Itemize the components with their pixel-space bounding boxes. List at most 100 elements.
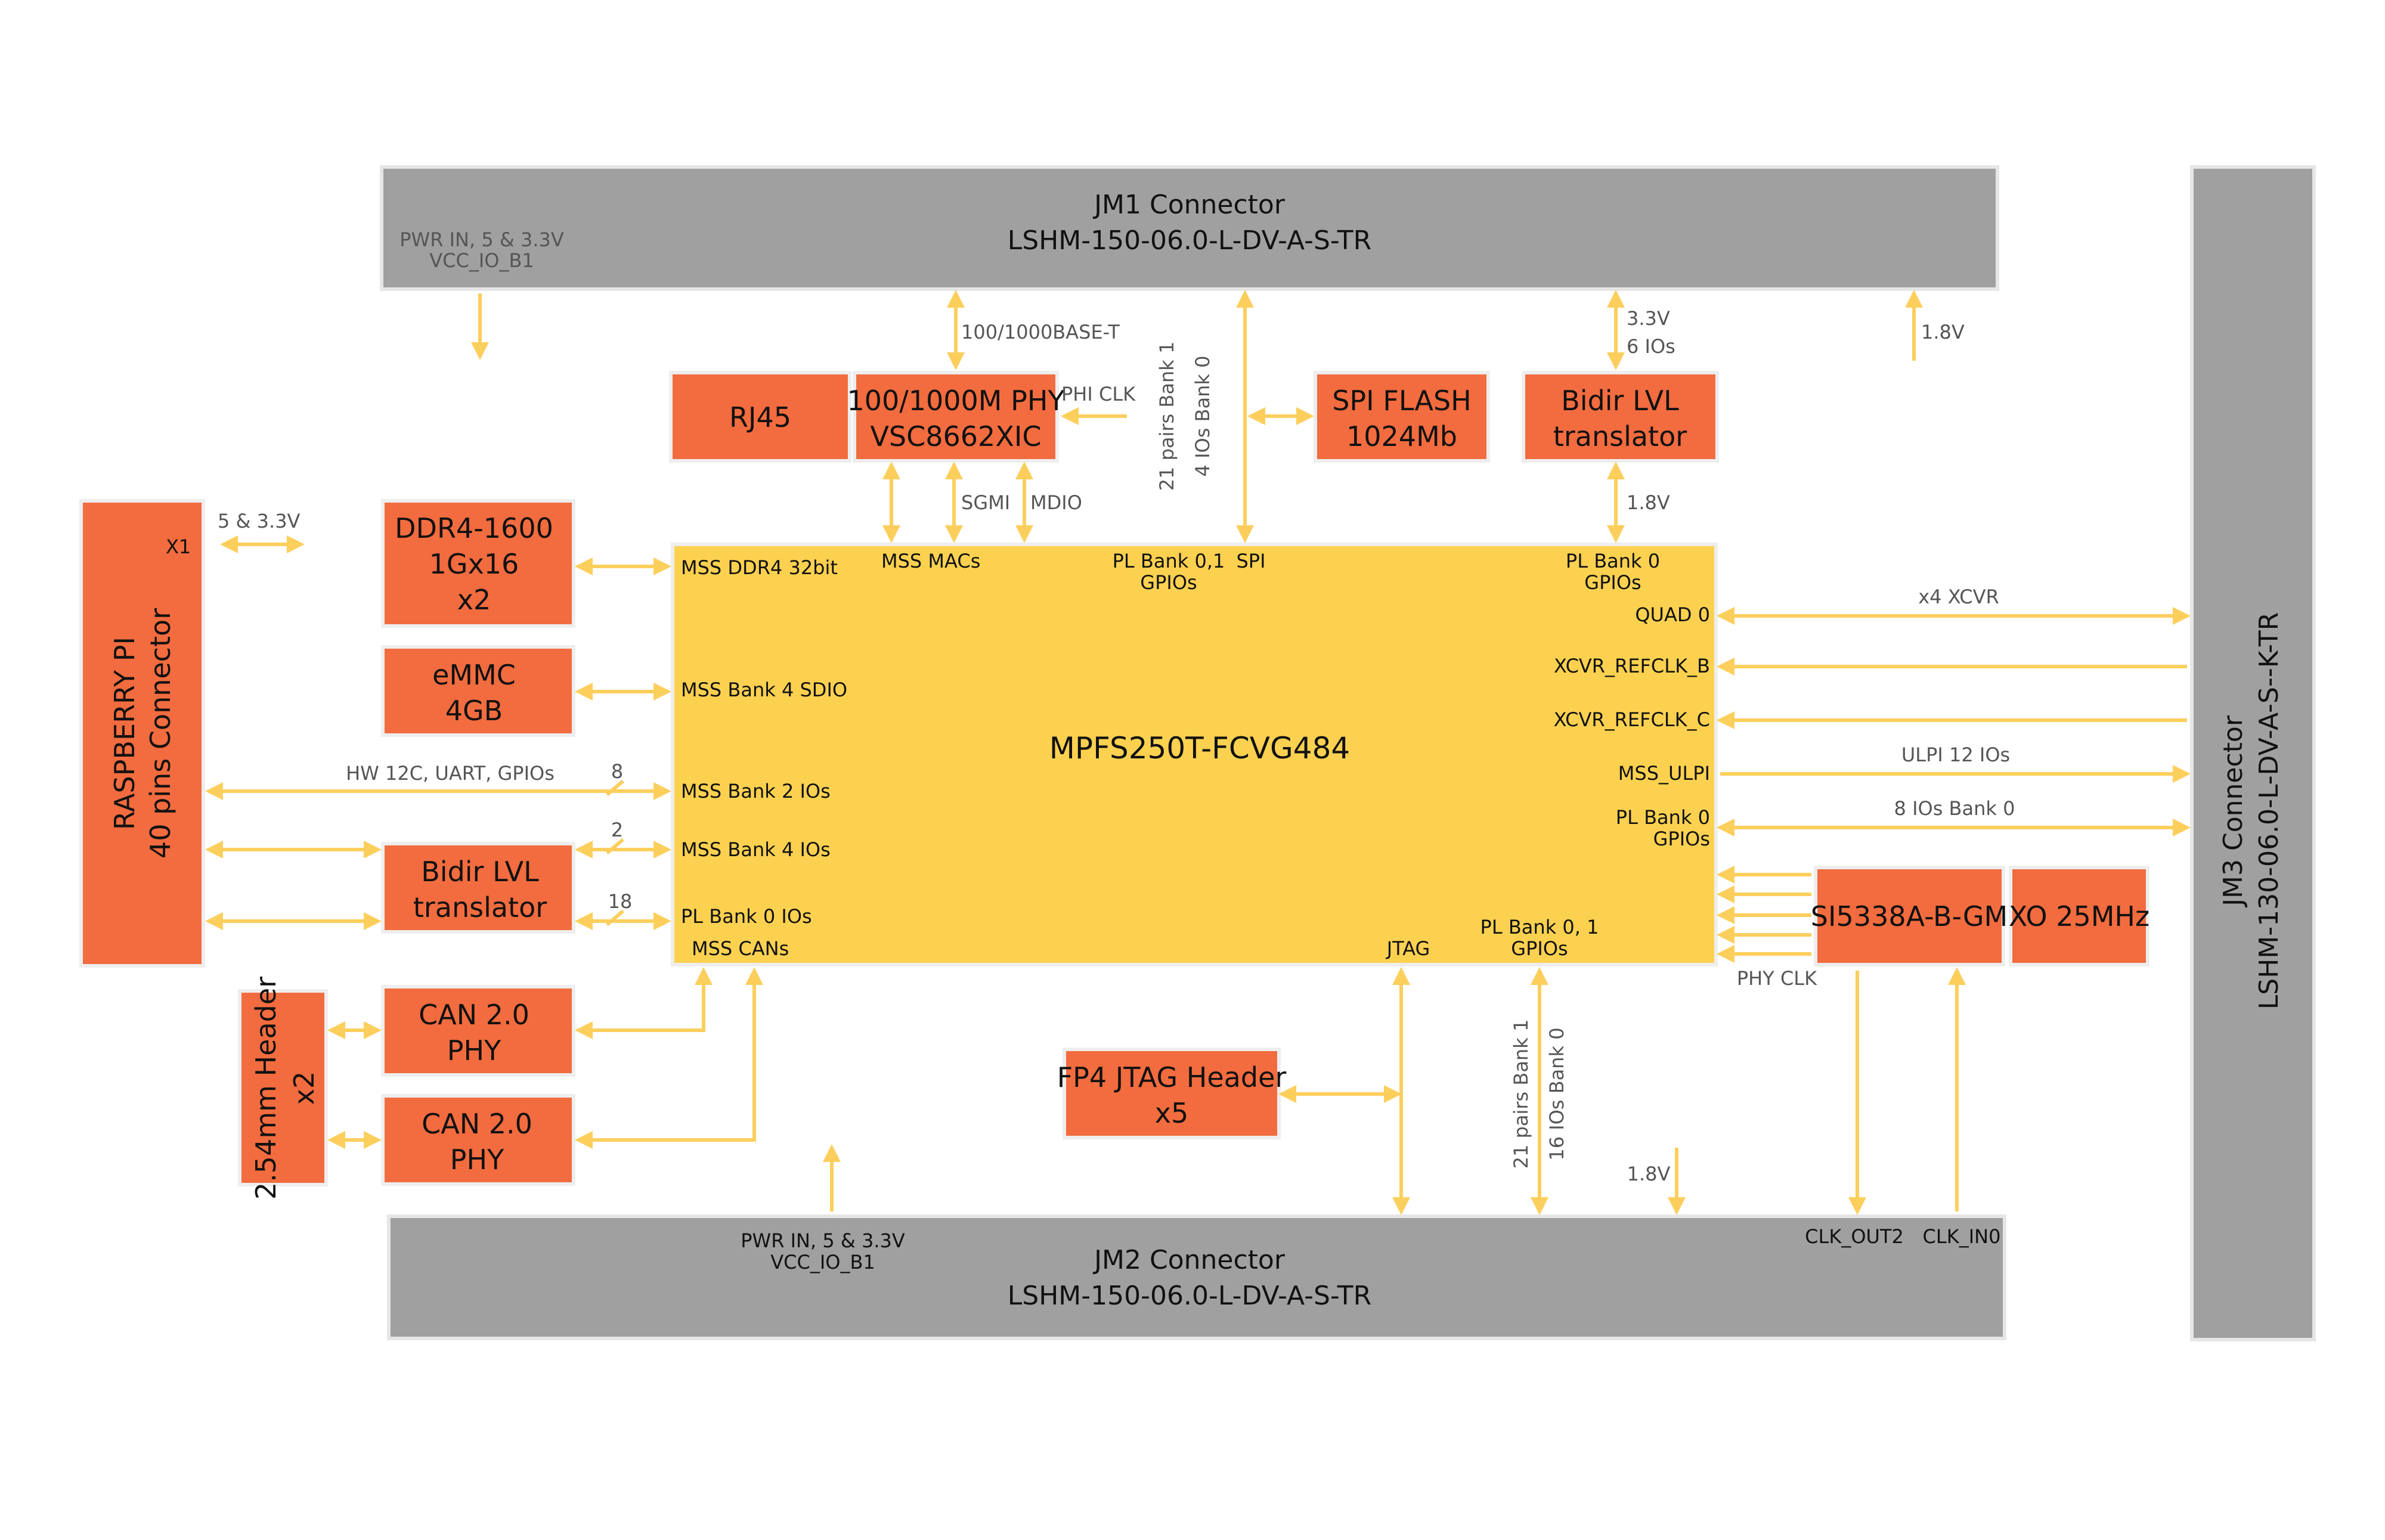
xo-label: XO 25MHz <box>2009 900 2149 932</box>
can1-sub: PHY <box>447 1034 501 1067</box>
signal-labels: PWR IN, 5 & 3.3V VCC_IO_B1 100/1000BASE-… <box>218 228 2015 1273</box>
header-label: 2.54mm Header <box>250 977 282 1200</box>
spi-flash-size: 1024Mb <box>1346 420 1457 453</box>
port-mss-cans: MSS CANs <box>692 937 789 960</box>
jm2-connector: JM2 Connector LSHM-150-06.0-L-DV-A-S-TR <box>387 1214 2006 1340</box>
port-mss-ddr4: MSS DDR4 32bit <box>681 556 838 579</box>
bidir-top-label2: translator <box>1553 420 1687 453</box>
label-1v8-bidir: 1.8V <box>1627 491 1670 514</box>
emmc-label: eMMC <box>432 659 516 691</box>
port-xcvr-refclk-c: XCVR_REFCLK_C <box>1554 708 1710 731</box>
label-1v8-jm1: 1.8V <box>1921 321 1965 343</box>
jtag-header-label: FP4 JTAG Header <box>1057 1061 1287 1093</box>
header-block: 2.54mm Header x2 <box>238 977 328 1200</box>
label-clk-in0: CLK_IN0 <box>1923 1225 2001 1248</box>
emmc-block: eMMC 4GB <box>381 645 575 737</box>
ddr4-size: 1Gx16 <box>429 548 519 580</box>
jtag-header-block: FP4 JTAG Header x5 <box>1057 1048 1287 1139</box>
bidir-left-block: Bidir LVL translator <box>381 842 575 934</box>
label-mdio: MDIO <box>1030 491 1082 514</box>
bidir-left-label: Bidir LVL <box>421 856 539 888</box>
fpga-block: MPFS250T-FCVG484 MSS DDR4 32bit MSS MACs… <box>671 543 1718 966</box>
label-pwr-in: PWR IN, 5 & 3.3V <box>399 228 564 251</box>
rj45-block: RJ45 <box>669 371 851 463</box>
jm1-connector: JM1 Connector LSHM-150-06.0-L-DV-A-S-TR <box>380 165 1999 291</box>
port-mss-bank2-ios: MSS Bank 2 IOs <box>681 780 831 802</box>
port-mss-ulpi: MSS_ULPI <box>1618 762 1710 785</box>
jm3-title: JM3 Connector <box>2218 715 2248 908</box>
jtag-header-count: x5 <box>1155 1097 1189 1129</box>
port-mss-bank4-sdio: MSS Bank 4 SDIO <box>681 678 847 701</box>
label-phy-clk: PHY CLK <box>1737 967 1817 990</box>
port-pl-bank01-top: PL Bank 0,1 <box>1113 550 1225 572</box>
rj45-label: RJ45 <box>729 401 791 433</box>
label-1v8-jm2: 1.8V <box>1627 1163 1671 1185</box>
ddr4-count: x2 <box>457 584 491 616</box>
jm3-connector: JM3 Connector LSHM-130-06.0-L-DV-A-S--K-… <box>2190 165 2316 1341</box>
label-hw-bus: HW 12C, UART, GPIOs <box>346 762 555 785</box>
label-8ios: 8 IOs Bank 0 <box>1894 797 2015 820</box>
label-bus-width-18: 18 <box>608 890 633 913</box>
label-bus-width-2: 2 <box>611 819 623 841</box>
port-pl-bank0-right-gpios: GPIOs <box>1653 828 1710 850</box>
label-pairs-bank1-bottom: 21 pairs Bank 1 <box>1510 1020 1532 1169</box>
label-3v3: 3.3V <box>1627 307 1670 330</box>
arrows <box>205 290 2191 1215</box>
jm1-title: JM1 Connector <box>1092 190 1286 220</box>
spi-flash-label: SPI FLASH <box>1332 385 1472 417</box>
port-jtag: JTAG <box>1386 937 1430 960</box>
port-pl-bank01-bottom-gpios: GPIOs <box>1511 937 1568 960</box>
port-pl-bank01-bottom: PL Bank 0, 1 <box>1480 916 1599 938</box>
label-ulpi: ULPI 12 IOs <box>1901 743 2010 766</box>
jm1-part-number: LSHM-150-06.0-L-DV-A-S-TR <box>1008 225 1371 256</box>
label-x4-xcvr: x4 XCVR <box>1918 585 1999 608</box>
label-phi-clk: PHI CLK <box>1061 383 1136 405</box>
emmc-size: 4GB <box>445 695 503 727</box>
port-mss-bank4-ios: MSS Bank 4 IOs <box>681 838 831 861</box>
jm3-part-number: LSHM-130-06.0-L-DV-A-S--K-TR <box>2254 612 2284 1009</box>
port-xcvr-refclk-b: XCVR_REFCLK_B <box>1554 655 1710 677</box>
port-pl-bank0-right: PL Bank 0 <box>1616 806 1710 829</box>
port-mss-macs: MSS MACs <box>881 550 980 572</box>
raspberry-block: RASPBERRY PI 40 pins Connector X1 <box>79 499 205 968</box>
bidir-top-label: Bidir LVL <box>1561 385 1679 417</box>
can1-label: CAN 2.0 <box>419 999 529 1031</box>
can2-block: CAN 2.0 PHY <box>381 1094 575 1186</box>
bidir-left-label2: translator <box>413 891 547 924</box>
label-base-t: 100/1000BASE-T <box>961 321 1120 343</box>
ddr4-label: DDR4-1600 <box>395 512 553 544</box>
port-pl-bank0-top: PL Bank 0 <box>1566 550 1660 572</box>
label-clk-out2: CLK_OUT2 <box>1805 1225 1904 1248</box>
can2-label: CAN 2.0 <box>422 1108 532 1140</box>
x1-label: X1 <box>166 535 191 558</box>
port-quad0: QUAD 0 <box>1635 603 1710 626</box>
can1-block: CAN 2.0 PHY <box>381 985 575 1077</box>
label-vcc-io-jm2: VCC_IO_B1 <box>770 1251 875 1273</box>
jm2-title: JM2 Connector <box>1092 1245 1286 1275</box>
label-pwr-in-jm2: PWR IN, 5 & 3.3V <box>741 1229 905 1252</box>
raspberry-sub: 40 pins Connector <box>144 608 176 859</box>
phy-label: 100/1000M PHY <box>847 385 1065 417</box>
fpga-title: MPFS250T-FCVG484 <box>1049 731 1350 766</box>
label-6ios: 6 IOs <box>1627 335 1675 358</box>
port-spi: SPI <box>1236 550 1265 572</box>
jm2-part-number: LSHM-150-06.0-L-DV-A-S-TR <box>1008 1281 1371 1311</box>
can2-sub: PHY <box>450 1144 504 1176</box>
label-5v-3v3: 5 & 3.3V <box>218 510 301 532</box>
phy-block: 100/1000M PHY VSC8662XIC <box>847 371 1065 463</box>
label-ios-bank0-top: 4 IOs Bank 0 <box>1191 356 1214 477</box>
xo-block: XO 25MHz <box>2009 866 2149 966</box>
si5338-label: SI5338A-B-GM <box>1811 900 2008 932</box>
raspberry-label: RASPBERRY PI <box>109 637 141 830</box>
port-pl-bank0-top-gpios: GPIOs <box>1584 571 1641 594</box>
port-pl-bank01-top-gpios: GPIOs <box>1140 571 1197 594</box>
bidir-top-block: Bidir LVL translator <box>1522 371 1719 463</box>
label-ios16: 16 IOs Bank 0 <box>1545 1027 1568 1160</box>
ddr4-block: DDR4-1600 1Gx16 x2 <box>381 499 575 628</box>
spi-flash-block: SPI FLASH 1024Mb <box>1314 371 1490 463</box>
label-vcc-io: VCC_IO_B1 <box>429 249 534 272</box>
label-pairs-bank1-top: 21 pairs Bank 1 <box>1156 342 1178 491</box>
header-count: x2 <box>288 1071 320 1105</box>
